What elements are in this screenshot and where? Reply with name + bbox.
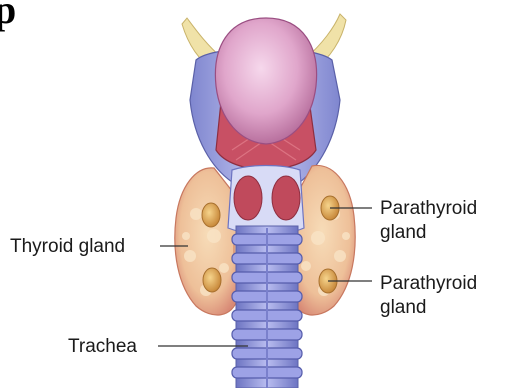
parathyroid-upper-left <box>202 203 220 227</box>
parathyroid-lower-left <box>203 268 221 292</box>
epiglottis <box>215 18 316 144</box>
label-thyroid-gland: Thyroid gland <box>10 236 125 257</box>
cricothyroid-muscle-right <box>272 176 300 220</box>
label-parathyroid-lower-line2: gland <box>380 297 427 318</box>
label-parathyroid-lower-line1: Parathyroid <box>380 273 477 294</box>
cricothyroid-muscle-left <box>234 176 262 220</box>
label-parathyroid-upper-line2: gland <box>380 222 427 243</box>
label-parathyroid-upper-line1: Parathyroid <box>380 198 477 219</box>
label-trachea: Trachea <box>68 336 137 357</box>
